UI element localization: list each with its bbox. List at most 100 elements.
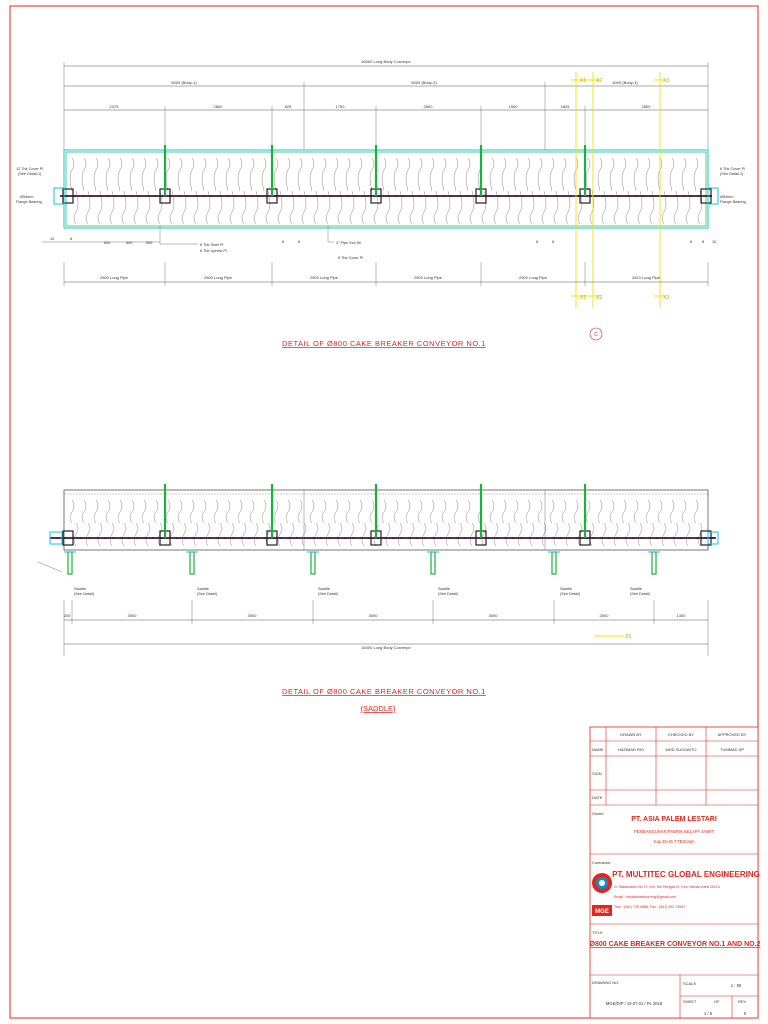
section-tag-x2-bottom: X2 [596, 295, 602, 301]
saddle-note-5: (See Detail) [560, 592, 581, 596]
segment-dim-2: 2800 [214, 104, 224, 109]
drawing-2-subtitle: (SADDLE) [360, 704, 396, 713]
bottom-dim-10: 8 [690, 240, 692, 244]
body-2-dim: 6000 (Body-2) [411, 80, 437, 85]
tb-drawn-by-name: HAZIMAD RIO [618, 747, 644, 752]
bottom-dim-2: 8 [70, 237, 72, 241]
saddle-label-3: Saddle [318, 587, 330, 591]
saddle-dim-2: 3000 [128, 613, 138, 618]
saddle-label-6: Saddle [630, 587, 642, 591]
tb-drawing-no-label: DRAWING NO. [592, 980, 619, 985]
pipe-length-6: 2610 Long Pipe [632, 275, 661, 280]
overall-length-1: 16000 Long Body Conveyor [361, 59, 411, 64]
bottom-dim-12: 10 [712, 240, 716, 244]
saddle-label-5: Saddle [560, 587, 572, 591]
body-1-dim: 6000 (Body-1) [171, 80, 197, 85]
saddle-dim-3: 3000 [248, 613, 258, 618]
saddle-dim-4: 3000 [369, 613, 379, 618]
saddle-dim-5: 3000 [489, 613, 499, 618]
right-flange-note-2: Flange Bearing [720, 200, 746, 204]
section-tag-x5: X5 [625, 634, 631, 640]
paddle-blades-2 [69, 499, 703, 547]
callout-pipe: 4" Pipe Sch 80 [336, 241, 361, 245]
saddle-dim-7: 1300 [677, 613, 687, 618]
bottom-dim-8: 8 [536, 240, 538, 244]
callout-shell-plate: 8 Thk Shell Pl [200, 243, 224, 247]
company-logo: MGE [592, 873, 612, 916]
conveyor-body-2 [63, 489, 709, 551]
right-flange-note-1: Ø54mm [720, 195, 734, 199]
pipe-length-1: 2500 Long Pipe [100, 275, 129, 280]
segment-dim-8: 2800 [642, 104, 652, 109]
drawing-1: 16000 Long Body Conveyor 6000 (Body-1) 6… [16, 59, 746, 348]
tb-owner-label: Owner [592, 811, 604, 816]
paddle-blades-1 [69, 157, 703, 225]
tb-drawing-no: MGE/DIP / 10.07.01 / PL 2018 [606, 1001, 663, 1006]
segment-dim-4: 1750 [336, 104, 346, 109]
tb-phone: Telp : (061) 735 0888, Fax : (061) 452 7… [614, 905, 685, 909]
drawing-2-title: DETAIL OF Ø800 CAKE BREAKER CONVEYOR NO.… [282, 687, 486, 696]
tb-owner: PT. ASIA PALEM LESTARI [631, 816, 717, 823]
bottom-dim-1: 10 [50, 237, 54, 241]
bottom-dim-9: 8 [552, 240, 554, 244]
right-cover-note-1: 6 Thk Cover Pl [720, 167, 745, 171]
tb-title-label: TITLE [592, 930, 603, 935]
saddle-note-3: (See Detail) [318, 592, 339, 596]
segment-dim-7: 1825 [561, 104, 571, 109]
tb-sheet: 1 / 5 [704, 1011, 713, 1016]
section-tag-x3-top: X3 [663, 78, 669, 84]
drawing-1-title: DETAIL OF Ø800 CAKE BREAKER CONVEYOR NO.… [282, 339, 486, 348]
saddle-dim-6: 2500 [600, 613, 610, 618]
section-tag-x1-top: X1 [580, 78, 586, 84]
pipe-length-5: 2500 Long Pipe [519, 275, 548, 280]
tb-of-label: OF [714, 999, 720, 1004]
tb-sign-label: SIGN [592, 771, 602, 776]
bottom-dim-6: 8 [282, 240, 284, 244]
bottom-dim-5: 500 [146, 241, 152, 245]
tb-rev: 0 [744, 1011, 747, 1016]
tb-email: Email : multitecdetima.eng@gmail.com [614, 895, 676, 899]
bottom-dim-4: 500 [126, 241, 132, 245]
sheet-border [9, 5, 759, 1019]
tb-drawing-title: Ø800 CAKE BREAKER CONVEYOR NO.1 AND NO.2 [590, 941, 761, 948]
tb-project: PEMBANGUNAN PABRIK KELAPA SAWIT [634, 829, 715, 834]
logo-text: MGE [595, 909, 609, 915]
right-cover-note-2: (See Detail-1) [720, 172, 744, 176]
pipe-length-3: 2500 Long Pipe [310, 275, 339, 280]
callout-upnew-plate: 6 Thk Upnew Pl [200, 249, 227, 253]
segment-dim-1: 2375 [110, 104, 120, 109]
tb-date-label: DATE [592, 795, 603, 800]
left-cover-note-1: 12 Thk Cover Pl [16, 167, 43, 171]
left-bearing-1 [53, 187, 65, 205]
body-3-dim: 4000 (Body-3) [612, 80, 638, 85]
tb-checked-by-name: MHD SUGIANTO [665, 747, 696, 752]
tb-name-label: NAME [592, 747, 604, 752]
left-flange-note-1: Ø54mm [20, 195, 34, 199]
bottom-dim-3: 500 [104, 241, 110, 245]
tb-scale-label: SCALE [683, 981, 696, 986]
tb-capacity: Kap.30-45 T.TBS/Jam [654, 839, 695, 844]
saddle-note-6: (See Detail) [630, 592, 651, 596]
callout-cover-plate: 8 Thk Cover Pl [338, 256, 363, 260]
tb-sheet-label: SHEET [683, 999, 697, 1004]
tb-contractor-label: Contractor [592, 860, 611, 865]
saddle-note-1: (See Detail) [74, 592, 95, 596]
tb-rev-label: REV [738, 999, 747, 1004]
drawing-2: Saddle (See Detail) Saddle (See Detail) … [37, 484, 719, 713]
section-tag-x1-bottom: X1 [580, 295, 586, 301]
tb-contractor: PT. MULTITEC GLOBAL ENGINEERING [612, 870, 760, 879]
section-marker-circle [589, 327, 603, 341]
section-tag-x3-bottom: X3 [663, 295, 669, 301]
saddle-label-1: Saddle [74, 587, 86, 591]
pipe-length-2: 2500 Long Pipe [204, 275, 233, 280]
tb-checked-by-head: CHECKED BY [668, 732, 694, 737]
saddle-note-2: (See Detail) [197, 592, 218, 596]
saddle-label-4: Saddle [438, 587, 450, 591]
tb-approved-by-head: APPROVED BY [718, 732, 747, 737]
segment-dim-3: 825 [285, 104, 292, 109]
segment-dim-6: 1500 [509, 104, 519, 109]
tb-approved-by-name: TUMMAD SP [720, 747, 744, 752]
segment-dim-5: 2800 [424, 104, 434, 109]
right-bearing-1 [707, 187, 719, 205]
